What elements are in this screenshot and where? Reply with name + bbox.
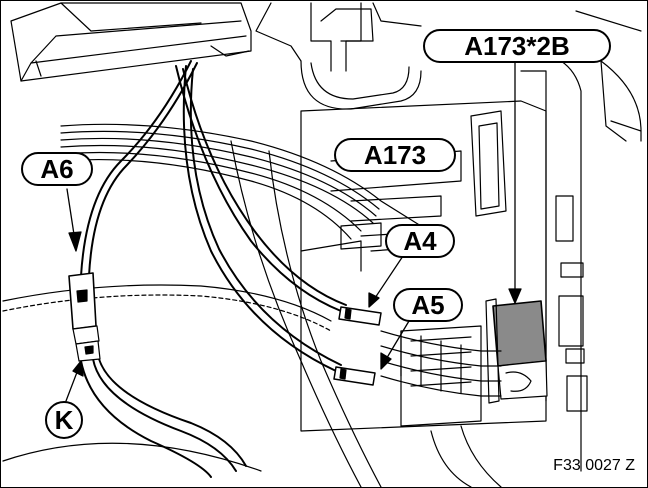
a6-harness [80,60,247,478]
part-callout-a4: A4 [385,224,455,258]
a4-a5-wires [175,65,347,372]
top-bracket [255,2,422,110]
part-callout-a173: A173 [334,138,456,172]
part-callout-k: K [45,401,83,439]
figure-code: F33 0027 Z [553,457,635,474]
lower-harness [380,330,502,397]
ribbon-harness [60,123,422,487]
pin-terminals [333,306,382,386]
floor-contour [2,284,332,472]
leader-lines [65,62,522,402]
part-callout-a5: A5 [393,288,463,322]
part-callout-a173-2b: A173*2B [423,29,611,63]
a173-2b-connector [485,298,548,404]
right-panel [520,10,642,472]
module-housing [10,2,252,82]
inline-connector-k [68,272,101,362]
part-callout-a6: A6 [21,152,93,186]
